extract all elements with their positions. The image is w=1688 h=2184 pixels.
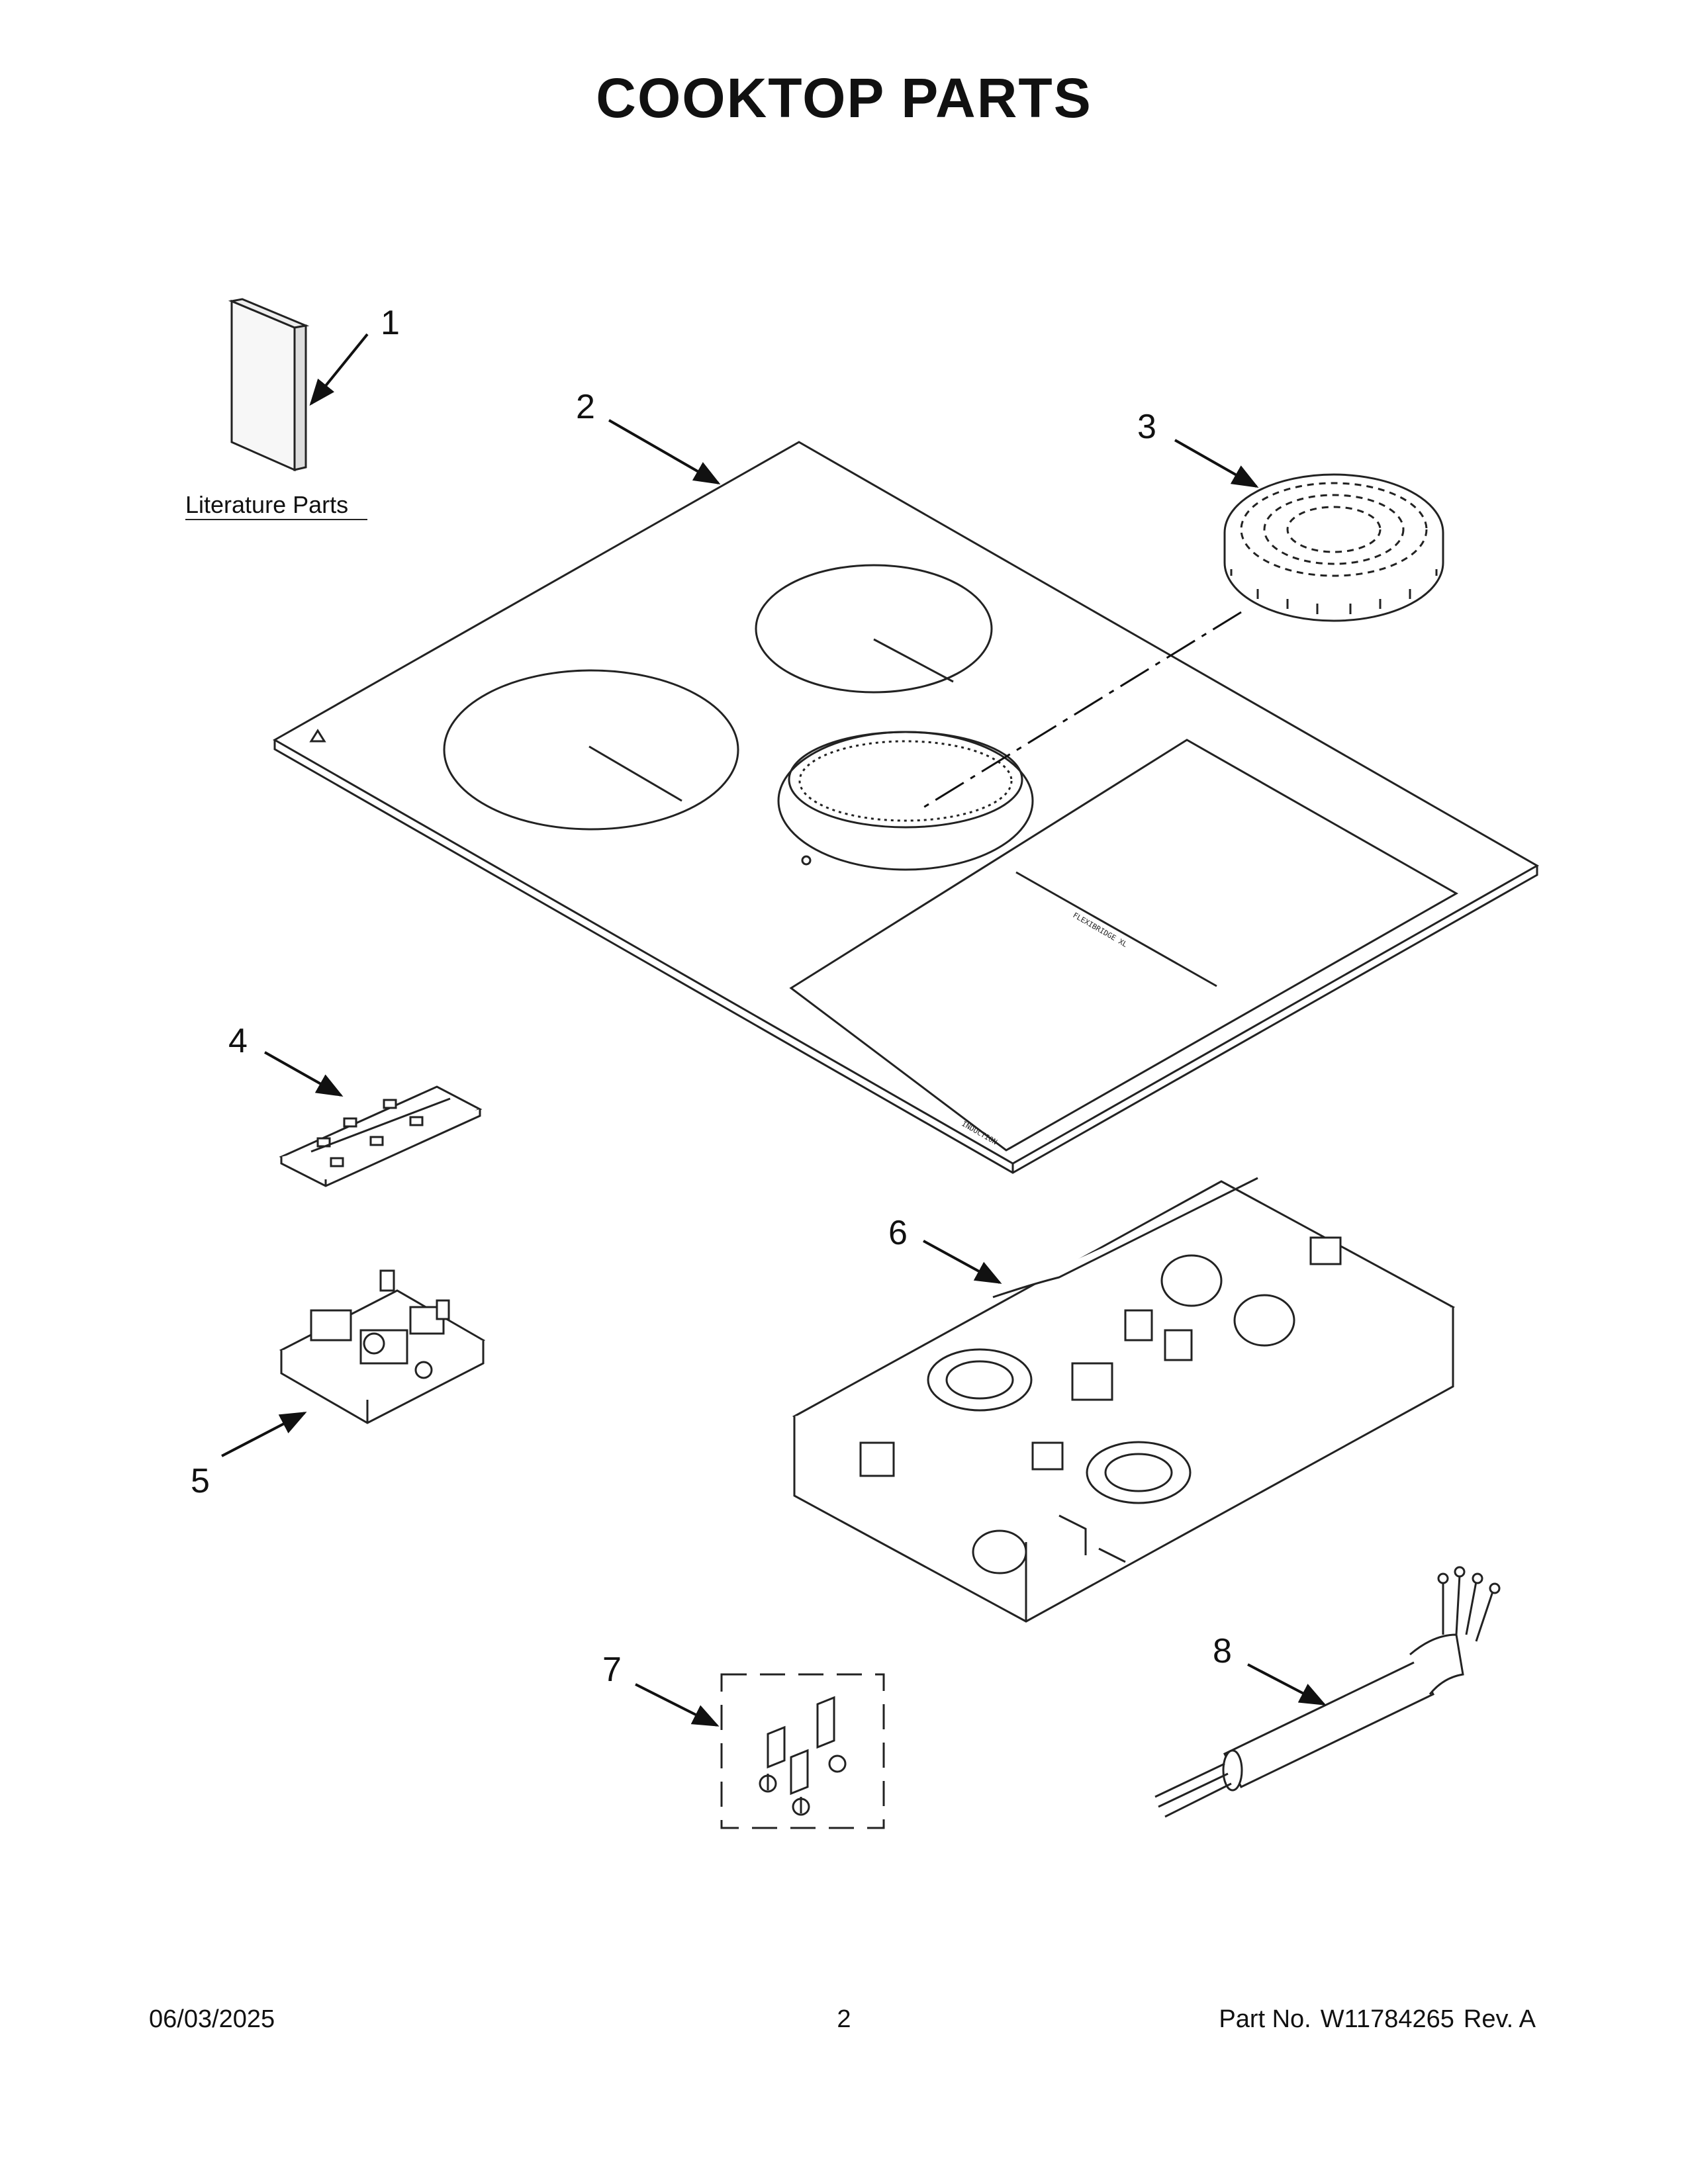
callout-1: 1 — [381, 304, 400, 342]
control-board[interactable] — [279, 1085, 483, 1187]
power-cord-conduit[interactable] — [1154, 1566, 1501, 1818]
callout-arrow-5 — [221, 1412, 307, 1457]
footer-date: 06/03/2025 — [149, 2005, 275, 2033]
literature-parts[interactable] — [228, 298, 310, 472]
callout-2: 2 — [576, 388, 595, 426]
callout-arrow-8 — [1247, 1663, 1327, 1706]
callout-arrow-7 — [635, 1683, 720, 1727]
footer-part-info: Part No. W11784265 Rev. A — [1209, 2005, 1536, 2034]
callout-arrow-4 — [264, 1051, 344, 1097]
callout-7: 7 — [602, 1651, 622, 1689]
bracket-group-box — [720, 1673, 885, 1829]
footer-part-number: W11784265 — [1320, 2005, 1454, 2033]
callout-arrow-3 — [1174, 439, 1259, 488]
mounting-brackets[interactable] — [759, 1696, 847, 1816]
footer-page-number: 2 — [837, 2005, 851, 2033]
induction-base-assembly[interactable] — [792, 1177, 1456, 1623]
literature-parts-label: Literature Parts — [185, 491, 348, 518]
callout-6: 6 — [888, 1214, 908, 1252]
round-grate[interactable] — [1223, 473, 1444, 622]
callout-8: 8 — [1213, 1632, 1232, 1670]
footer-part-label: Part No. — [1219, 2005, 1311, 2033]
callout-3: 3 — [1137, 408, 1156, 446]
callout-arrow-1 — [309, 333, 369, 406]
grate-center-line — [923, 611, 1242, 809]
callout-5: 5 — [191, 1462, 210, 1500]
page-title: COOKTOP PARTS — [596, 67, 1092, 129]
footer-revision: Rev. A — [1463, 2005, 1536, 2033]
cooktop-glass[interactable] — [272, 441, 1540, 1174]
callout-arrow-6 — [923, 1240, 1002, 1284]
callout-arrow-2 — [608, 419, 721, 484]
power-module[interactable] — [279, 1269, 486, 1424]
callout-4: 4 — [228, 1022, 248, 1060]
